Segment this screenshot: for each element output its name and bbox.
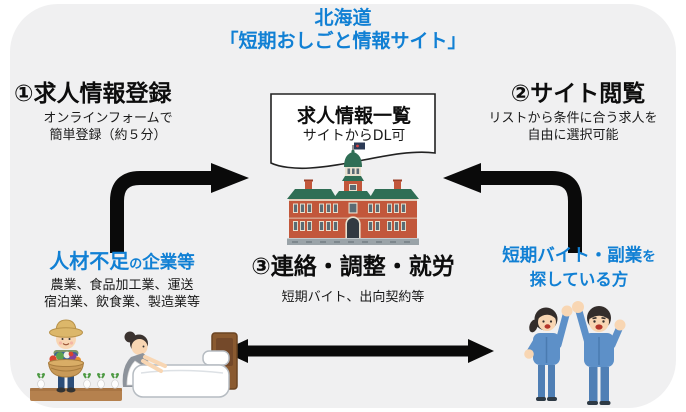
companies-sub-line2: 宿泊業、飲食業、製造業等 xyxy=(43,294,200,310)
companies-heading: 人材不足の企業等 xyxy=(18,248,226,278)
farmer-icon xyxy=(30,319,122,401)
companies-particle: の xyxy=(129,257,143,272)
speech-bubble-icon xyxy=(270,93,436,170)
cheering-workers-icon xyxy=(524,301,626,405)
double-headed-arrow-icon xyxy=(222,339,494,363)
job-seekers-line2: 探している方 xyxy=(529,270,629,289)
title-line2: 「短期おしごと情報サイト」 xyxy=(219,30,467,52)
step2-subtext: リストから条件に合う求人を 自由に選択可能 xyxy=(470,111,676,144)
job-seekers-line1-particle: を xyxy=(642,249,656,265)
title-line1: 北海道 xyxy=(314,7,372,29)
bubble-subtitle: サイトからDL可 xyxy=(302,128,406,144)
step1-sub-line2: 簡単登録（約５分） xyxy=(49,127,167,143)
step2-sub-line2: 自由に選択可能 xyxy=(527,127,619,143)
bubble-title: 求人情報一覧 xyxy=(296,105,411,127)
companies-label: 人材不足の企業等 農業、食品加工業、運送 宿泊業、飲食業、製造業等 xyxy=(18,248,226,311)
step3-subtext: 短期バイト、出向契約等 xyxy=(281,290,425,305)
companies-highlight: 人材不足 xyxy=(49,249,130,273)
elbow-arrow-right-icon xyxy=(110,163,249,253)
companies-rest: 企業等 xyxy=(142,253,195,273)
page-title: 北海道 「短期おしごと情報サイト」 xyxy=(0,7,686,53)
step1-sub-line1: オンラインフォームで xyxy=(43,111,173,126)
red-brick-building-icon xyxy=(287,142,419,245)
step1-heading: ①求人情報登録 xyxy=(14,81,172,107)
job-seekers-label: 短期バイト・副業を 探している方 xyxy=(476,245,682,290)
job-seekers-line1-main: 短期バイト・副業 xyxy=(502,246,643,266)
step2-heading: ②サイト閲覧 xyxy=(510,81,646,107)
elbow-arrow-left-icon xyxy=(443,163,582,253)
companies-sub-line1: 農業、食品加工業、運送 xyxy=(50,278,194,293)
housekeeper-bed-icon xyxy=(122,331,238,398)
site-callout-bubble: 求人情報一覧 サイトからDL可 xyxy=(269,92,439,174)
step3-heading: ③連絡・調整・就労 xyxy=(251,254,455,280)
step2-sub-line1: リストから条件に合う求人を xyxy=(488,111,658,126)
job-seekers-line1: 短期バイト・副業を xyxy=(476,245,682,269)
step1-subtext: オンラインフォームで 簡単登録（約５分） xyxy=(18,111,198,144)
